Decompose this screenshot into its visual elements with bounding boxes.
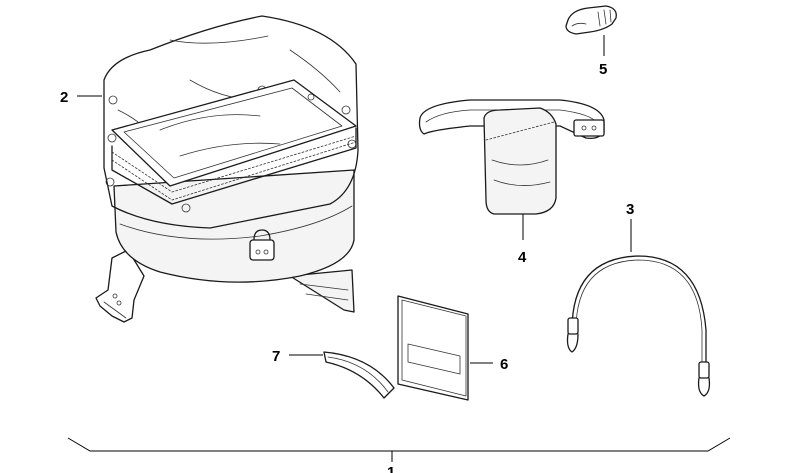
buckle-clip-illustration xyxy=(565,5,617,35)
callout-part-3: 3 xyxy=(626,201,634,218)
leader-lines xyxy=(67,35,731,462)
callout-part-4: 4 xyxy=(518,249,527,266)
callout-part-2: 2 xyxy=(60,89,68,106)
tank-bag-illustration xyxy=(95,15,359,323)
document-pouch-illustration xyxy=(397,295,469,401)
lock-icon xyxy=(249,229,275,261)
belt-pouch-illustration xyxy=(418,99,605,215)
callout-part-5: 5 xyxy=(599,61,607,78)
callout-part-6: 6 xyxy=(500,356,508,373)
callout-part-7: 7 xyxy=(272,348,280,365)
callout-part-1: 1 xyxy=(387,464,395,473)
adhesive-strip-illustration xyxy=(323,351,395,399)
security-cable-illustration xyxy=(566,255,711,397)
